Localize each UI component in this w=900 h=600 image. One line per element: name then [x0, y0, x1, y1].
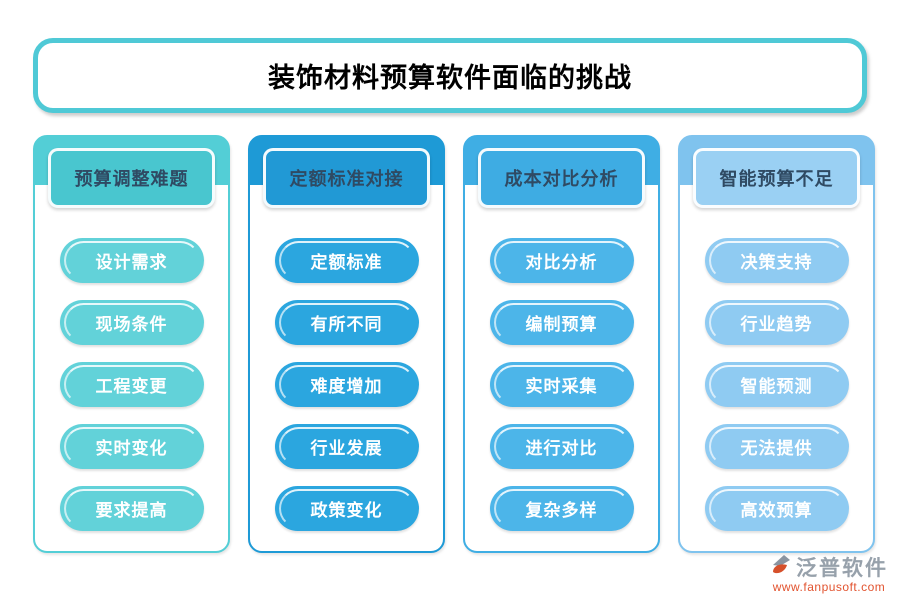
list-item: 高效预算: [704, 486, 849, 531]
list-item: 智能预测: [704, 362, 849, 407]
brand-watermark: 泛普软件 www.fanpusoft.com: [770, 552, 888, 594]
column-cost-comparison: 成本对比分析 对比分析 编制预算 实时采集 进行对比 复杂多样: [463, 135, 660, 553]
column-budget-adjustment: 预算调整难题 设计需求 现场条件 工程变更 实时变化 要求提高: [33, 135, 230, 553]
brand-website: www.fanpusoft.com: [772, 580, 886, 594]
list-item: 进行对比: [489, 424, 634, 469]
list-item: 定额标准: [274, 238, 419, 283]
column-header: 智能预算不足: [693, 148, 860, 208]
list-item: 复杂多样: [489, 486, 634, 531]
list-item: 难度增加: [274, 362, 419, 407]
column-quota-standard: 定额标准对接 定额标准 有所不同 难度增加 行业发展 政策变化: [248, 135, 445, 553]
brand-name: 泛普软件: [796, 557, 888, 580]
list-item: 实时采集: [489, 362, 634, 407]
list-item: 行业趋势: [704, 300, 849, 345]
list-item: 决策支持: [704, 238, 849, 283]
list-item: 政策变化: [274, 486, 419, 531]
page-title: 装饰材料预算软件面临的挑战: [268, 63, 632, 93]
fanpu-logo-icon: [770, 553, 794, 582]
list-item: 现场条件: [59, 300, 204, 345]
list-item: 无法提供: [704, 424, 849, 469]
list-item: 设计需求: [59, 238, 204, 283]
list-item: 工程变更: [59, 362, 204, 407]
list-item: 对比分析: [489, 238, 634, 283]
list-item: 要求提高: [59, 486, 204, 531]
column-header: 预算调整难题: [48, 148, 215, 208]
column-header: 成本对比分析: [478, 148, 645, 208]
column-smart-budget: 智能预算不足 决策支持 行业趋势 智能预测 无法提供 高效预算: [678, 135, 875, 553]
list-item: 实时变化: [59, 424, 204, 469]
list-item: 行业发展: [274, 424, 419, 469]
list-item: 有所不同: [274, 300, 419, 345]
title-banner: 装饰材料预算软件面临的挑战: [33, 38, 867, 113]
list-item: 编制预算: [489, 300, 634, 345]
column-header: 定额标准对接: [263, 148, 430, 208]
